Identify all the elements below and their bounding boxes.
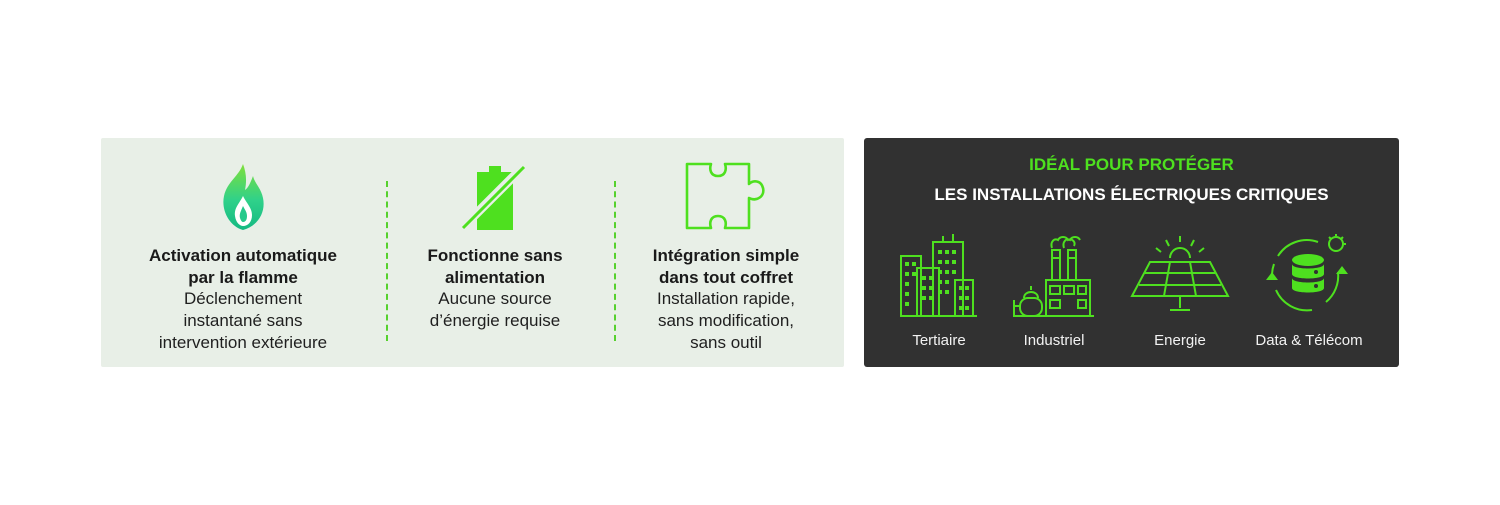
- features-panel: Activation automatique par la flamme Déc…: [101, 138, 844, 367]
- dashed-divider: [614, 181, 616, 341]
- sector-label: Tertiaire: [912, 332, 966, 349]
- panel-headline: LES INSTALLATIONS ÉLECTRIQUES CRITIQUES: [934, 185, 1329, 204]
- feature-simple-integration: Intégration simple dans tout coffret Ins…: [621, 138, 831, 367]
- sector-tertiaire: Tertiaire: [874, 234, 1004, 349]
- dashed-divider: [386, 181, 388, 341]
- solar-panel-icon: [1115, 234, 1245, 318]
- feature-flame-activation: Activation automatique par la flamme Déc…: [115, 138, 371, 367]
- feature-description: Installation rapide, sans modification, …: [657, 289, 795, 352]
- puzzle-piece-icon: [683, 162, 769, 237]
- sector-industriel: Industriel: [989, 234, 1119, 349]
- sector-data-telecom: Data & Télécom: [1244, 234, 1374, 349]
- sector-label: Data & Télécom: [1255, 332, 1363, 349]
- protection-panel: IDÉAL POUR PROTÉGER LES INSTALLATIONS ÉL…: [864, 138, 1399, 367]
- feature-title: Activation automatique par la flamme: [149, 246, 337, 287]
- feature-title: Intégration simple dans tout coffret: [652, 246, 800, 287]
- feature-description: Aucune source d’énergie requise: [429, 289, 561, 330]
- database-cycle-icon: [1244, 234, 1374, 318]
- flame-icon: [215, 162, 271, 237]
- sector-label: Energie: [1154, 332, 1206, 349]
- sector-label: Industriel: [1023, 332, 1085, 349]
- feature-no-power: Fonctionne sans alimentation Aucune sour…: [391, 138, 599, 367]
- sector-energie: Energie: [1115, 234, 1245, 349]
- no-battery-icon: [458, 162, 530, 237]
- office-buildings-icon: [874, 234, 1004, 318]
- feature-title: Fonctionne sans alimentation: [427, 246, 563, 287]
- factory-icon: [989, 234, 1119, 318]
- panel-kicker: IDÉAL POUR PROTÉGER: [1029, 155, 1234, 174]
- feature-description: Déclenchement instantané sans interventi…: [158, 289, 328, 352]
